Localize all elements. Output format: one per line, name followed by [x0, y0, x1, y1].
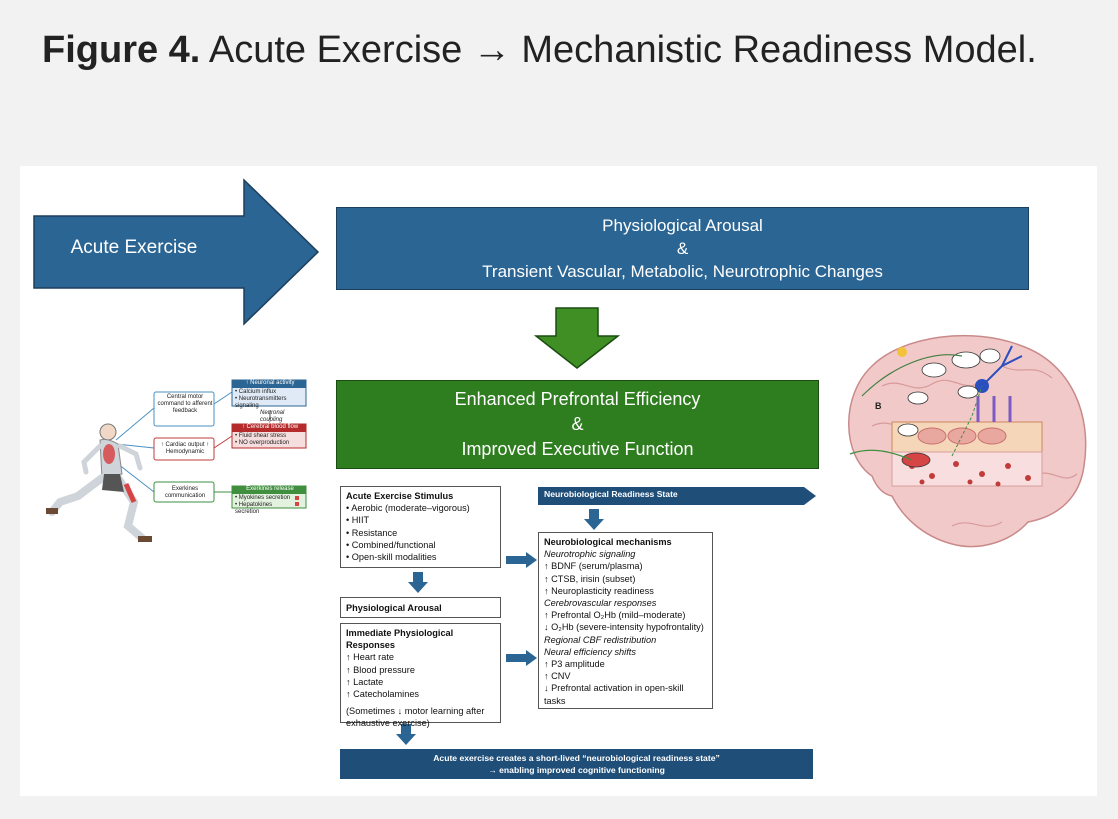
readiness-state-arrow — [538, 487, 816, 505]
arousal-label: Physiological Arousal — [346, 603, 442, 613]
runner-figure — [46, 423, 152, 542]
down-arrow-icon — [408, 572, 428, 593]
mechanism-item: ↓ Prefrontal activation in open-skill ta… — [544, 683, 684, 706]
immediate-panel: Immediate Physiological Responses ↑ Hear… — [340, 623, 501, 728]
mechanism-item: ↑ Neuroplasticity readiness — [544, 585, 654, 596]
mechanism-item: ↑ CTSB, irisin (subset) — [544, 573, 636, 584]
arousal-box: Physiological Arousal & Transient Vascul… — [336, 207, 1029, 290]
down-arrow-icon — [584, 509, 604, 530]
mechanism-item: ↑ P3 amplitude — [544, 659, 605, 670]
neuronal-activity-label: ↑ Neuronal activity — [245, 380, 295, 386]
mechanism-subheading: Neurotrophic signaling — [544, 549, 636, 560]
figure-title: Acute Exercise → Mechanistic Readiness M… — [208, 29, 1037, 71]
summary-line-1: Acute exercise creates a short-lived “ne… — [433, 753, 720, 763]
arousal-line-1: Physiological Arousal — [602, 216, 763, 235]
stimulus-item: • Open-skill modalities — [346, 552, 437, 563]
mechanisms-list: Neurotrophic signaling↑ BDNF (serum/plas… — [544, 548, 707, 707]
immediate-item: ↑ Heart rate — [346, 652, 394, 663]
immediate-heading: Immediate Physiological Responses — [346, 628, 454, 651]
green-down-arrow — [533, 307, 621, 369]
calcium-influx-label: • Calcium influx — [235, 389, 277, 395]
mechanism-subheading: Neural efficiency shifts — [544, 646, 636, 657]
prefrontal-line-1: Enhanced Prefrontal Efficiency — [454, 389, 701, 409]
mechanism-item: ↓ O₂Hb (severe-intensity hypofrontality) — [544, 622, 704, 633]
prefrontal-box: Enhanced Prefrontal Efficiency & Improve… — [336, 380, 819, 469]
myokines-label: • Myokines secretion — [235, 495, 291, 501]
mechanism-item: ↑ BDNF (serum/plasma) — [544, 561, 643, 572]
stimulus-item: • Aerobic (moderate–vigorous) — [346, 503, 470, 514]
immediate-item: ↑ Blood pressure — [346, 664, 415, 675]
down-arrow-icon — [396, 724, 416, 745]
arousal-line-2: & — [676, 239, 689, 258]
figure-label: Figure 4. — [42, 29, 201, 71]
neuronal-coupling-label: Neuronal coupling — [260, 410, 285, 423]
runner-illustration — [46, 379, 307, 542]
acute-exercise-arrow — [33, 178, 320, 326]
cardiac-box — [153, 437, 215, 461]
hepatokines-label: • Hepatokines secretion — [235, 502, 273, 515]
exerkines-release-label: Exerkines release — [246, 486, 294, 492]
central-motor-box — [153, 391, 215, 427]
mechanism-subheading: Regional CBF redistribution — [544, 634, 657, 645]
no-overproduction-label: • NO overproduction — [235, 440, 290, 446]
immediate-note: (Sometimes ↓ motor learning after exhaus… — [346, 706, 485, 729]
figure-panel: Acute Exercise Physiological Arousal & T… — [20, 166, 1097, 796]
neurotransmitter-label: • Neurotransmitters signaling — [235, 396, 287, 409]
mechanism-item: ↑ CNV — [544, 671, 571, 682]
stimulus-panel: Acute Exercise Stimulus • Aerobic (moder… — [340, 486, 501, 568]
prefrontal-line-3: Improved Executive Function — [461, 439, 694, 459]
cardiac-label: ↑ Cardiac output ↑ Hemodynamic — [160, 442, 210, 455]
mechanisms-heading: Neurobiological mechanisms — [544, 537, 672, 547]
right-arrow-icon — [506, 650, 537, 666]
mechanism-item: ↑ Prefrontal O₂Hb (mild–moderate) — [544, 610, 686, 621]
acute-exercise-label: Acute Exercise — [70, 237, 198, 258]
stimulus-item: • Combined/functional — [346, 539, 436, 550]
stimulus-heading: Acute Exercise Stimulus — [346, 491, 454, 501]
figure-caption: Figure 4. Acute Exercise → Mechanistic R… — [42, 22, 1082, 78]
brain-panel-label: B — [875, 401, 882, 411]
immediate-item: ↑ Catecholamines — [346, 689, 420, 700]
mechanism-subheading: Cerebrovascular responses — [544, 598, 657, 609]
exerkines-comm-label: Exerkines communication — [164, 486, 206, 499]
right-arrow-icon — [506, 552, 537, 568]
arousal-label-panel: Physiological Arousal — [340, 597, 501, 618]
immediate-item: ↑ Lactate — [346, 676, 384, 687]
stimulus-item: • Resistance — [346, 527, 398, 538]
readiness-state-label: Neurobiological Readiness State — [544, 489, 678, 499]
cerebral-blood-flow-label: ↑ Cerebral blood flow — [241, 424, 299, 430]
summary-line-2: → enabling improved cognitive functionin… — [488, 765, 665, 775]
bottom-summary-bar: Acute exercise creates a short-lived “ne… — [340, 749, 813, 779]
mechanisms-panel: Neurobiological mechanisms Neurotrophic … — [538, 532, 713, 709]
prefrontal-line-2: & — [571, 414, 584, 434]
brain-illustration — [848, 334, 1087, 548]
central-motor-label: Central motor command to afferent feedba… — [157, 394, 213, 414]
fluid-shear-label: • Fluid shear stress — [235, 433, 287, 439]
arousal-line-3: Transient Vascular, Metabolic, Neurotrop… — [482, 262, 883, 281]
stimulus-item: • HIIT — [346, 515, 370, 526]
